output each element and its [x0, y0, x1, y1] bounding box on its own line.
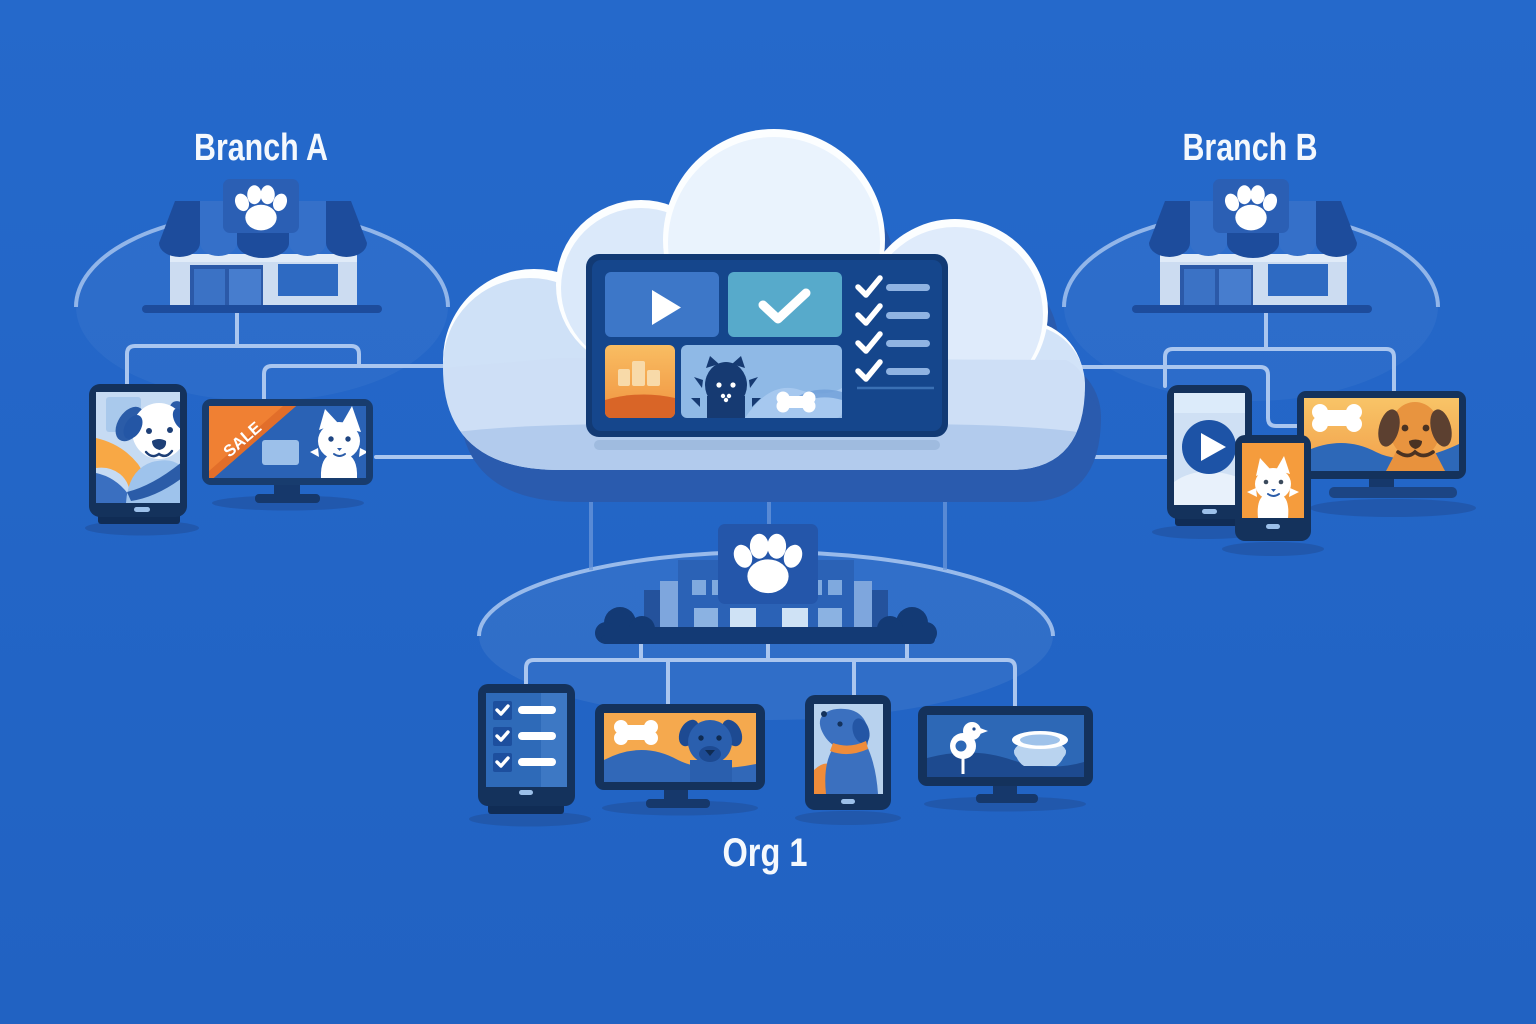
svg-text:Branch B: Branch B [1183, 127, 1318, 169]
svg-text:Branch A: Branch A [194, 127, 328, 169]
svg-text:Org 1: Org 1 [723, 831, 808, 875]
